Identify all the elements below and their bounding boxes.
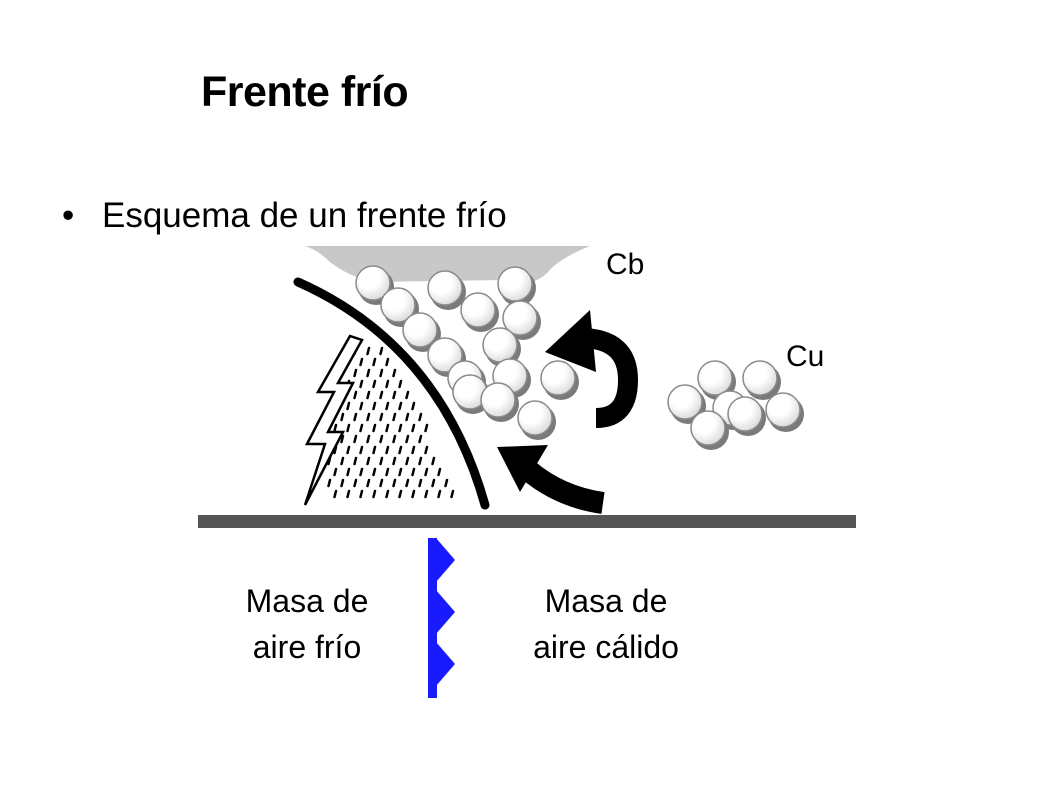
cloud-circle	[765, 392, 801, 428]
bullet-marker: •	[62, 196, 75, 235]
cloud-circle	[427, 270, 463, 306]
cb-label: Cb	[606, 248, 644, 281]
cu-label: Cu	[786, 340, 824, 373]
rotation-arrow	[545, 310, 639, 428]
cloud-circle	[497, 266, 533, 302]
cloud-circle	[355, 265, 391, 301]
cloud-circle	[727, 396, 763, 432]
frontal-surface	[293, 277, 490, 510]
lightning-icon	[303, 334, 364, 506]
bullet-item: • Esquema de un frente frío	[62, 196, 507, 236]
cloud-circle	[502, 300, 538, 336]
cloud-circle	[667, 384, 703, 420]
cloud-circle	[480, 382, 516, 418]
warm-mass-label-line1: Masa de	[545, 583, 668, 619]
cloud-circle	[380, 287, 416, 323]
cloud-circle	[690, 410, 726, 446]
warm-air-arrow	[497, 445, 605, 514]
cloud-circle	[540, 360, 576, 396]
cumulus-cloud	[667, 360, 804, 450]
cloud-circle	[742, 360, 778, 396]
ground-line	[198, 515, 856, 528]
cloud-circle	[427, 337, 463, 373]
page-title: Frente frío	[201, 68, 409, 116]
cloud-circle	[460, 292, 496, 328]
cloud-circle	[402, 312, 438, 348]
cloud-circle	[482, 327, 518, 363]
warm-mass-label-line2: aire cálido	[533, 629, 679, 665]
cloud-circle	[697, 360, 733, 396]
cold-front-symbol	[428, 538, 455, 698]
cold-mass-label-line1: Masa de	[246, 583, 369, 619]
bullet-text: Esquema de un frente frío	[102, 196, 507, 235]
cumulonimbus-cloud	[355, 265, 579, 440]
cold-mass-label-line2: aire frío	[253, 629, 361, 665]
cloud-circle	[517, 400, 553, 436]
